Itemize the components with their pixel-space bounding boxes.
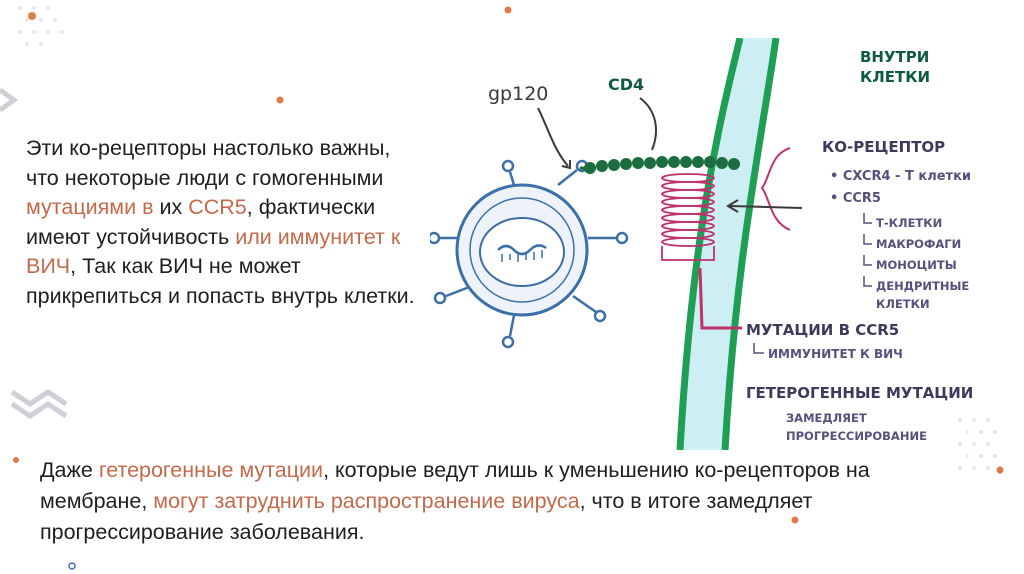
bottom-text-part-1: Даже <box>40 458 99 482</box>
inside-cell-label-line2: КЛЕТКИ <box>860 68 930 86</box>
slows-label-line2: ПРОГРЕССИРОВАНИЕ <box>786 429 927 443</box>
cd4-label: CD4 <box>608 75 644 94</box>
ccr5-item: • CCR5 <box>830 191 881 206</box>
slows-label-line1: ЗАМЕДЛЯЕТ <box>786 411 867 425</box>
immunity-item: ИММУНИТЕТ К ВИЧ <box>768 347 903 361</box>
ccr5-sub-list <box>864 213 872 286</box>
main-text-part-1: Эти ко-рецепторы настолько важны, что не… <box>26 136 390 190</box>
main-text-part-4: , Так как ВИЧ не может прикрепиться и по… <box>26 254 415 308</box>
cd4-arrow <box>640 98 656 150</box>
ccr5-sub-monocytes: МОНОЦИТЫ <box>876 258 957 272</box>
gp120-label: gp120 <box>488 83 548 105</box>
ring-decoration <box>69 563 75 569</box>
main-paragraph: Эти ко-рецепторы настолько важны, что не… <box>26 134 426 311</box>
chevron-decoration <box>12 392 66 416</box>
main-text-part-2: их <box>154 195 189 219</box>
ccr5-sub-t-cells: Т-КЛЕТКИ <box>876 216 942 230</box>
bottom-paragraph: Даже гетерогенные мутации, которые ведут… <box>40 455 980 548</box>
highlight-mutations: мутациями в <box>26 195 154 219</box>
highlight-spread: могут затруднить распространение вируса <box>153 489 579 513</box>
hiv-virus <box>430 161 627 347</box>
co-receptor-bracket <box>762 148 790 230</box>
hiv-coreceptor-diagram: gp120 CD4 ВНУТРИ КЛЕТКИ КО-РЕЦЕПТОР • CX… <box>430 38 1024 450</box>
ccr5-sub-cells: КЛЕТКИ <box>876 297 930 311</box>
co-receptor-title: КО-РЕЦЕПТОР <box>822 138 945 156</box>
ccr5-sub-macrophages: МАКРОФАГИ <box>876 237 961 251</box>
highlight-ccr5: CCR5 <box>188 195 247 219</box>
side-chevron-decoration <box>0 90 14 110</box>
inside-cell-label-line1: ВНУТРИ <box>860 48 929 66</box>
immunity-arrow-icon <box>754 343 764 353</box>
cxcr4-item: • CXCR4 - Т клетки <box>830 169 971 184</box>
hetero-mutations-title: ГЕТЕРОГЕННЫЕ МУТАЦИИ <box>746 384 973 402</box>
gp120-arrow <box>538 108 568 166</box>
ccr5-sub-dendritic: ДЕНДРИТНЫЕ <box>876 279 969 293</box>
highlight-hetero-mutations: гетерогенные мутации <box>99 458 323 482</box>
dot-pattern-top <box>18 6 64 46</box>
mutations-ccr5-title: МУТАЦИИ В CCR5 <box>746 321 899 339</box>
